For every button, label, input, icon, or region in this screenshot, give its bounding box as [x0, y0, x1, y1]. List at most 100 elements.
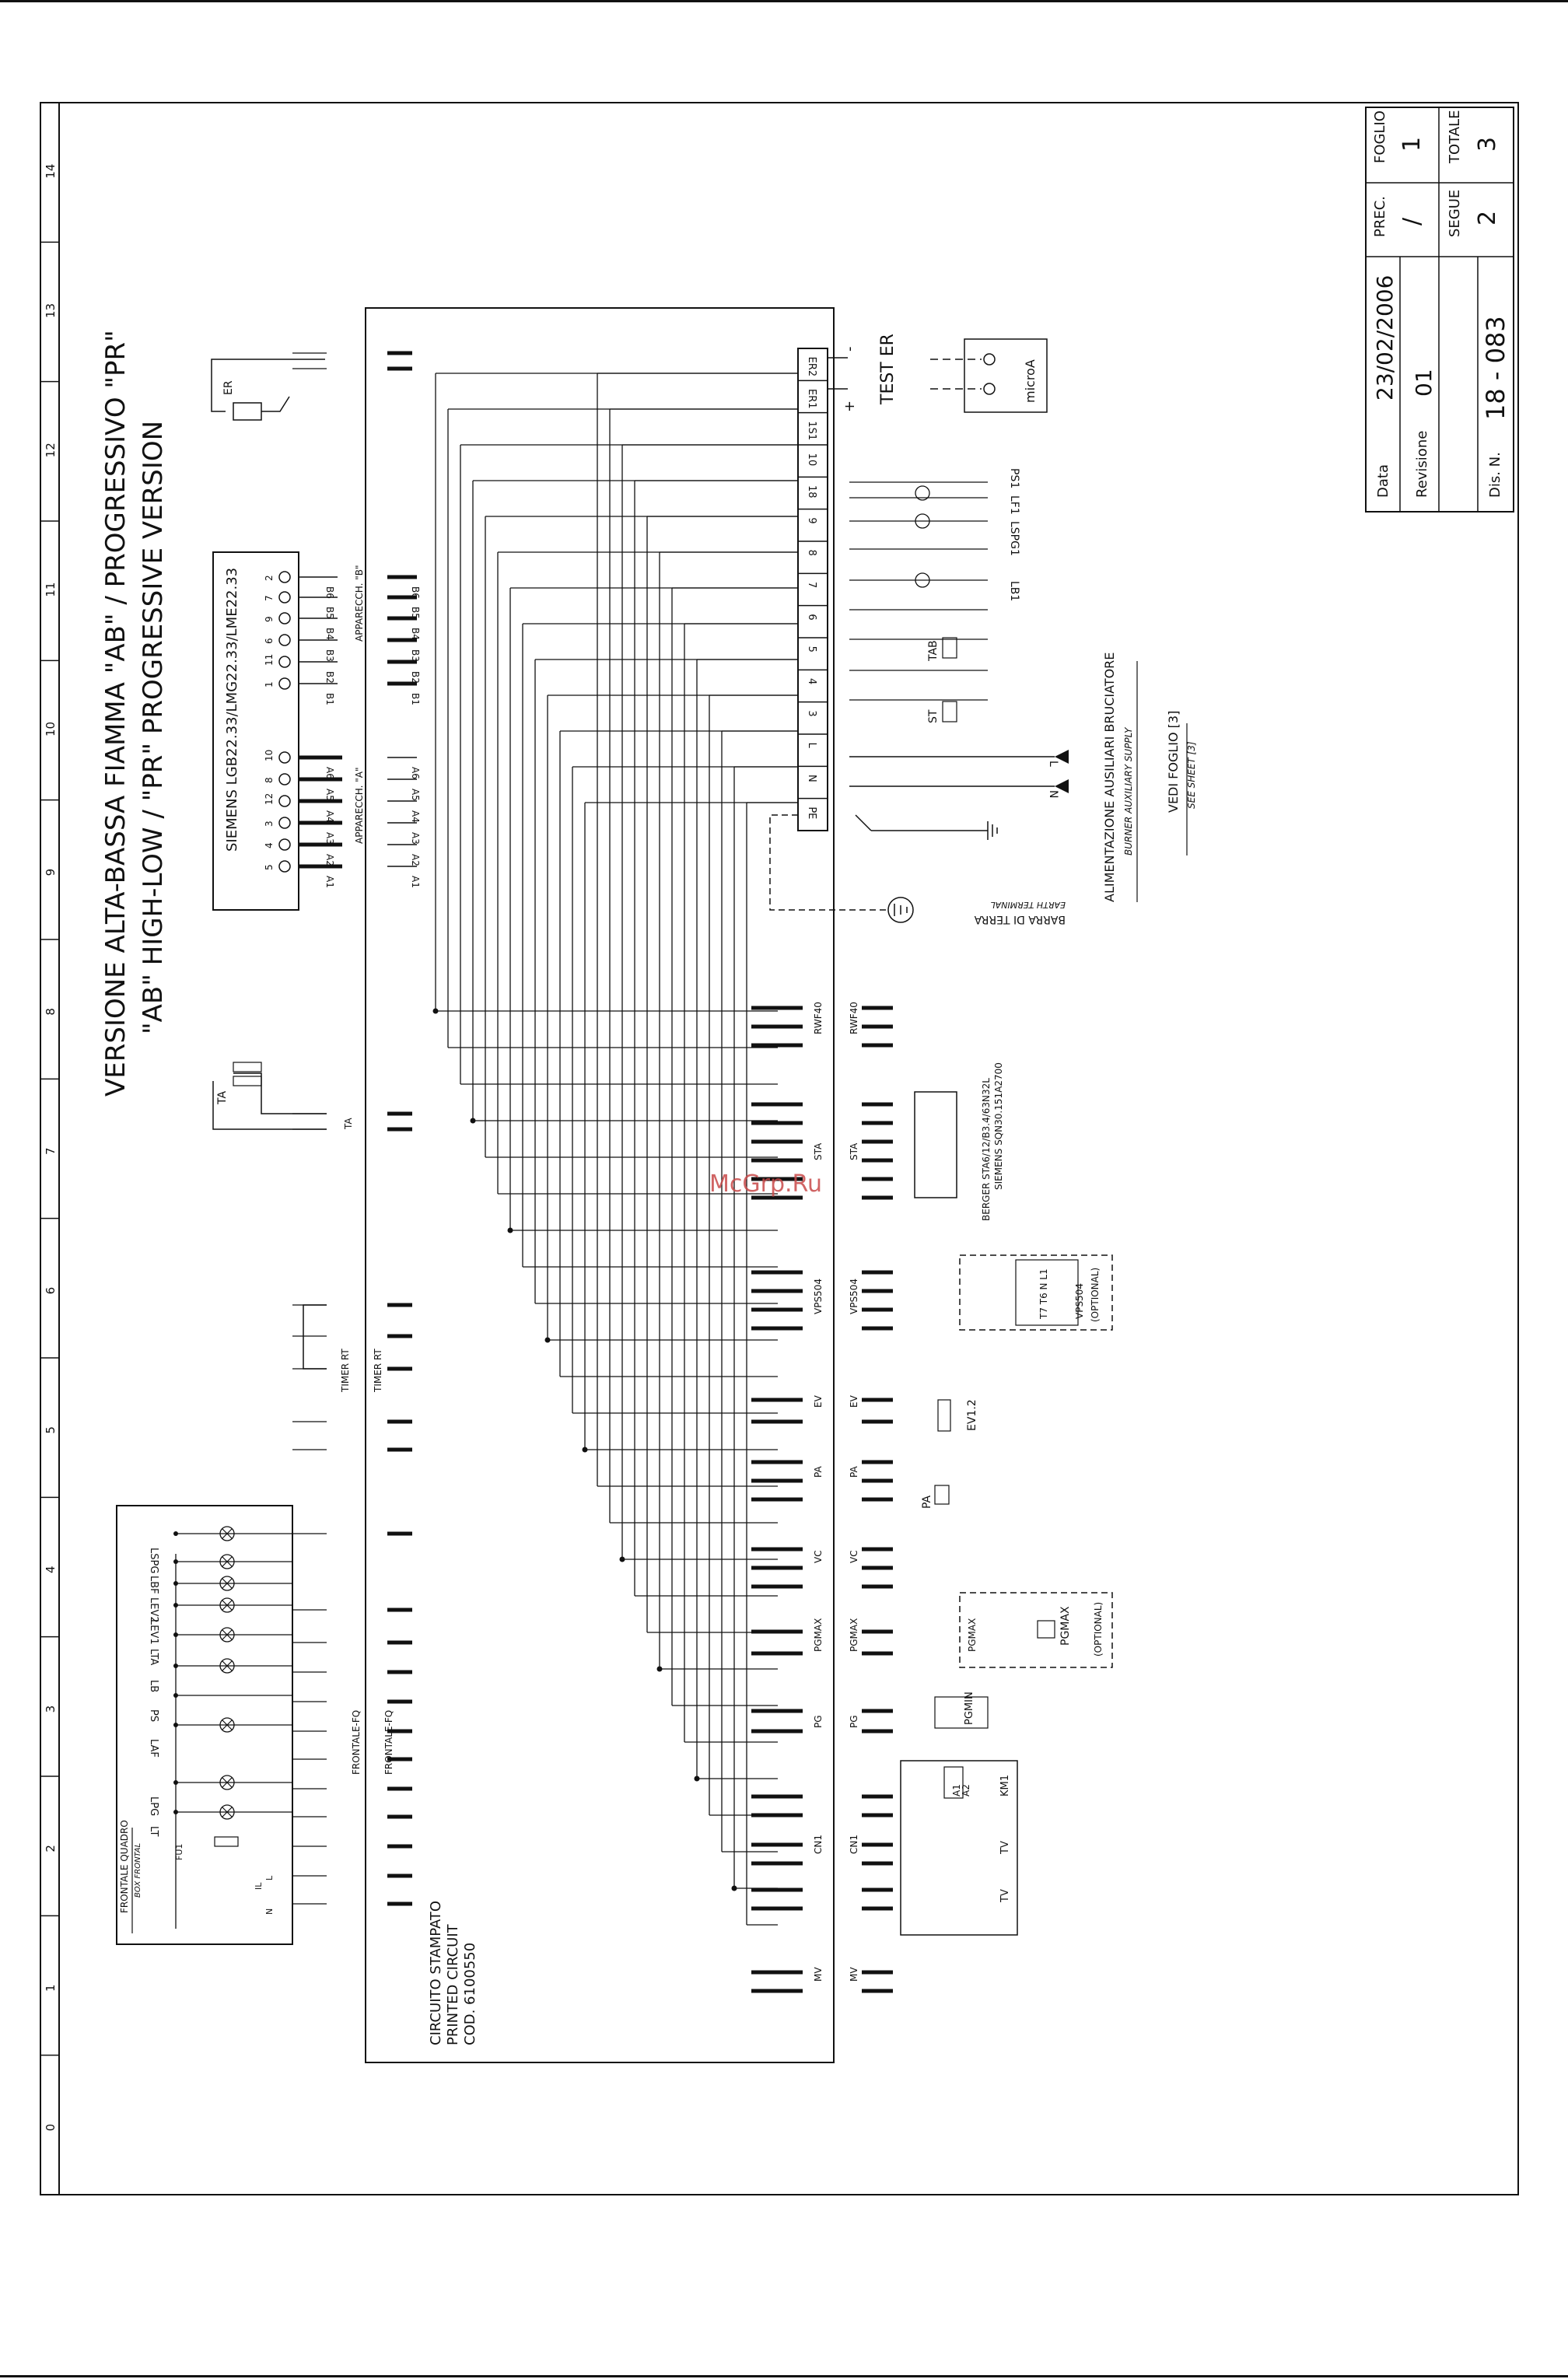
microa-label: microA — [1023, 359, 1038, 403]
pgmax-opt-label: PGMAX — [967, 1618, 978, 1652]
ruler-label-11: 11 — [44, 583, 58, 597]
frontale-item-LB: LB — [148, 1680, 159, 1692]
indicator-lamp — [915, 513, 930, 529]
ruler-label-9: 9 — [44, 869, 58, 876]
lamp-lbf — [219, 1554, 235, 1569]
dis-value: 18 - 083 — [1481, 316, 1510, 420]
controller-terminal — [278, 571, 291, 583]
controller-pin-number: 4 — [264, 842, 275, 848]
km1-tv-box — [900, 1760, 1018, 1936]
controller-pin-number: 2 — [264, 575, 275, 581]
pgmax-optional-box — [959, 1592, 1113, 1668]
controller-label: SIEMENS LGB22.33/LMG22.33/LME22.33 — [224, 568, 240, 852]
group-a-label: APPARECCH. "A" — [354, 768, 365, 845]
controller-pin-A5: A5 — [324, 789, 335, 801]
st-label: ST — [927, 709, 940, 723]
terminal-9: 9 — [806, 517, 817, 523]
frontale-item-LSPG: LSPG — [148, 1548, 159, 1573]
tab-label: TAB — [927, 640, 940, 662]
ruler-label-8: 8 — [44, 1008, 58, 1016]
ruler-label-13: 13 — [44, 303, 58, 318]
frontale-item-LTA: LTA — [148, 1649, 159, 1665]
lamp-lspg — [219, 1526, 235, 1541]
controller-pin-number: 12 — [264, 793, 275, 805]
a2-label: A2 — [961, 1784, 971, 1796]
rwf40-label: RWF40 — [813, 1002, 824, 1034]
rwf40-right-label: RWF40 — [849, 1002, 859, 1034]
ruler-label-7: 7 — [44, 1147, 58, 1155]
pcb-pin-B3: B3 — [410, 649, 421, 662]
foglio-value: 1 — [1398, 137, 1426, 152]
controller-terminal — [278, 634, 291, 646]
pa-right-label: PA — [849, 1466, 859, 1478]
controller-pin-number: 3 — [264, 820, 275, 827]
vc-right-label: VC — [849, 1550, 859, 1563]
controller-pin-number: 8 — [264, 777, 275, 783]
test-er-label: TEST ER — [878, 334, 898, 405]
pa-switch-label: PA — [921, 1495, 933, 1509]
pgmax-label: PGMAX — [813, 1618, 824, 1652]
terminal-7: 7 — [806, 582, 817, 588]
pgmax-optional-label: (OPTIONAL) — [1093, 1602, 1104, 1657]
pcb-pin-A2: A2 — [410, 854, 421, 866]
controller-pin-A6: A6 — [324, 767, 335, 779]
frontale-label-it: FRONTALE QUADRO — [119, 1820, 130, 1913]
ruler-label-12: 12 — [44, 443, 58, 457]
vps-pins-label: T7 T6 N L1 — [1038, 1268, 1049, 1320]
vps504-right-label: VPS504 — [849, 1279, 859, 1314]
pcb-pin-B4: B4 — [410, 628, 421, 640]
title-line-1: VERSIONE ALTA-BASSA FIAMMA "AB" / PROGRE… — [100, 330, 131, 1097]
wiring-lines — [292, 351, 988, 1993]
revisione-value: 01 — [1411, 369, 1437, 397]
bottom-border-line — [0, 2375, 1568, 2377]
l-label: L — [1047, 761, 1059, 767]
controller-terminal — [278, 773, 291, 785]
pcb-pin-A1: A1 — [410, 876, 421, 888]
aux-label-it: ALIMENTAZIONE AUSILIARI BRUCIATORE — [1102, 652, 1117, 902]
earth-label-it: BARRA DI TERRA — [974, 913, 1066, 925]
ruler-label-1: 1 — [44, 1984, 58, 1992]
frontale-item-LEV2: LEV2 — [148, 1597, 159, 1623]
ta-label: TA — [216, 1091, 229, 1105]
cn1-label: CN1 — [813, 1835, 824, 1854]
controller-pin-A2: A2 — [324, 854, 335, 866]
component-labels: ER TA TA TIMER RT TIMER RT RWF40 RWF40 S… — [211, 359, 1113, 1982]
tv-label-2: TV — [999, 1889, 1011, 1903]
indicator-lamp — [915, 485, 930, 501]
controller-pin-number: 6 — [264, 638, 275, 644]
frontale-item-LT: LT — [148, 1826, 159, 1836]
lamp-lev1 — [219, 1597, 235, 1613]
terminal-18: 18 — [806, 485, 817, 499]
see-sheet-it: VEDI FOGLIO [3] — [1166, 711, 1181, 813]
vps504-optional-box — [959, 1254, 1113, 1331]
lamp-laf — [219, 1717, 235, 1733]
prec-value: / — [1398, 217, 1426, 226]
earth-label-en: EARTH TERMINAL — [990, 900, 1066, 910]
lf1-label: LF1 — [1008, 495, 1020, 515]
controller-pin-A3: A3 — [324, 832, 335, 845]
controller-pin-B4: B4 — [324, 628, 335, 640]
controller-pin-number: 10 — [264, 750, 275, 761]
frontale-item-PS: PS — [148, 1709, 159, 1722]
ruler-label-14: 14 — [44, 164, 58, 179]
pa-label: PA — [813, 1466, 824, 1478]
er-sensor — [233, 402, 262, 421]
timer-rt-label: TIMER RT — [340, 1349, 351, 1393]
timer-rt-pcb-label: TIMER RT — [373, 1349, 383, 1393]
frontale-fq-label: FRONTALE-FQ — [351, 1710, 362, 1775]
foglio-label: FOGLIO — [1372, 110, 1388, 163]
dis-label: Dis. N. — [1487, 452, 1503, 498]
controller-pin-B5: B5 — [324, 607, 335, 619]
sta-actuator — [914, 1091, 957, 1198]
pcb-pin-A6: A6 — [410, 767, 421, 779]
minus-sign: - — [842, 347, 858, 352]
frontale-label-en: BOX FRONTAL — [134, 1843, 142, 1898]
controller-pin-B2: B2 — [324, 671, 335, 684]
test-er-block: TEST ER + - microA — [828, 334, 1048, 413]
vps504-optional-label: (OPTIONAL) — [1090, 1268, 1101, 1322]
controller-terminal — [278, 838, 291, 851]
terminal-10: 10 — [806, 453, 817, 467]
